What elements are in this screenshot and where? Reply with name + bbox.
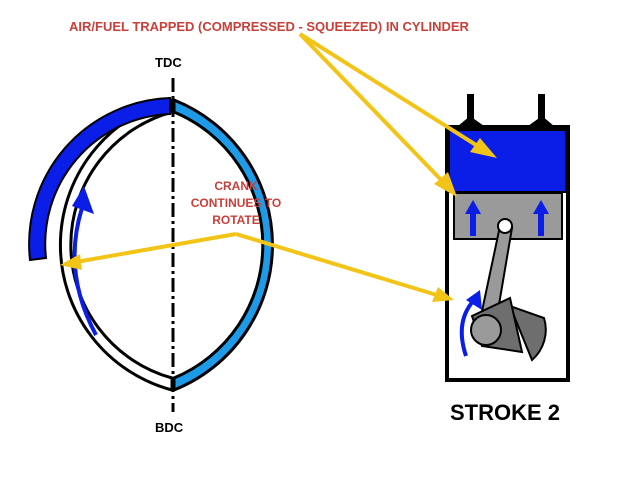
rotation-arrow-head xyxy=(72,186,94,214)
rotation-arrow xyxy=(72,207,98,336)
crank-rotation-arrow-head xyxy=(466,290,482,310)
crank-ring-outer-light-blue xyxy=(172,97,274,393)
pointer-to-mixture xyxy=(298,32,497,158)
crank-ring-dark-blue-band xyxy=(28,96,171,262)
exhaust-valve-head xyxy=(528,116,554,126)
crank-note-line3: ROTATE xyxy=(212,213,260,227)
pointer-to-crank xyxy=(235,232,454,302)
wrist-pin xyxy=(497,218,513,234)
intake-valve-stem xyxy=(467,94,474,128)
pointer-to-circle xyxy=(60,232,237,270)
crank-note-line1: CRANK xyxy=(214,179,258,193)
pointer-to-piston-top xyxy=(298,32,457,197)
piston-up-arrow-right xyxy=(533,200,549,236)
bdc-label: BDC xyxy=(155,420,184,435)
exhaust-valve-stem xyxy=(538,94,545,128)
tdc-label: TDC xyxy=(155,55,182,70)
piston-up-arrow-left xyxy=(465,200,481,236)
crank-note-line2: CONTINUES TO xyxy=(191,196,281,210)
stroke-title: STROKE 2 xyxy=(450,400,560,425)
compression-note: AIR/FUEL TRAPPED (COMPRESSED - SQUEEZED)… xyxy=(69,19,470,34)
intake-valve-head xyxy=(458,116,484,126)
crank-counterweight xyxy=(508,304,547,362)
crankshaft-journal xyxy=(470,314,502,346)
